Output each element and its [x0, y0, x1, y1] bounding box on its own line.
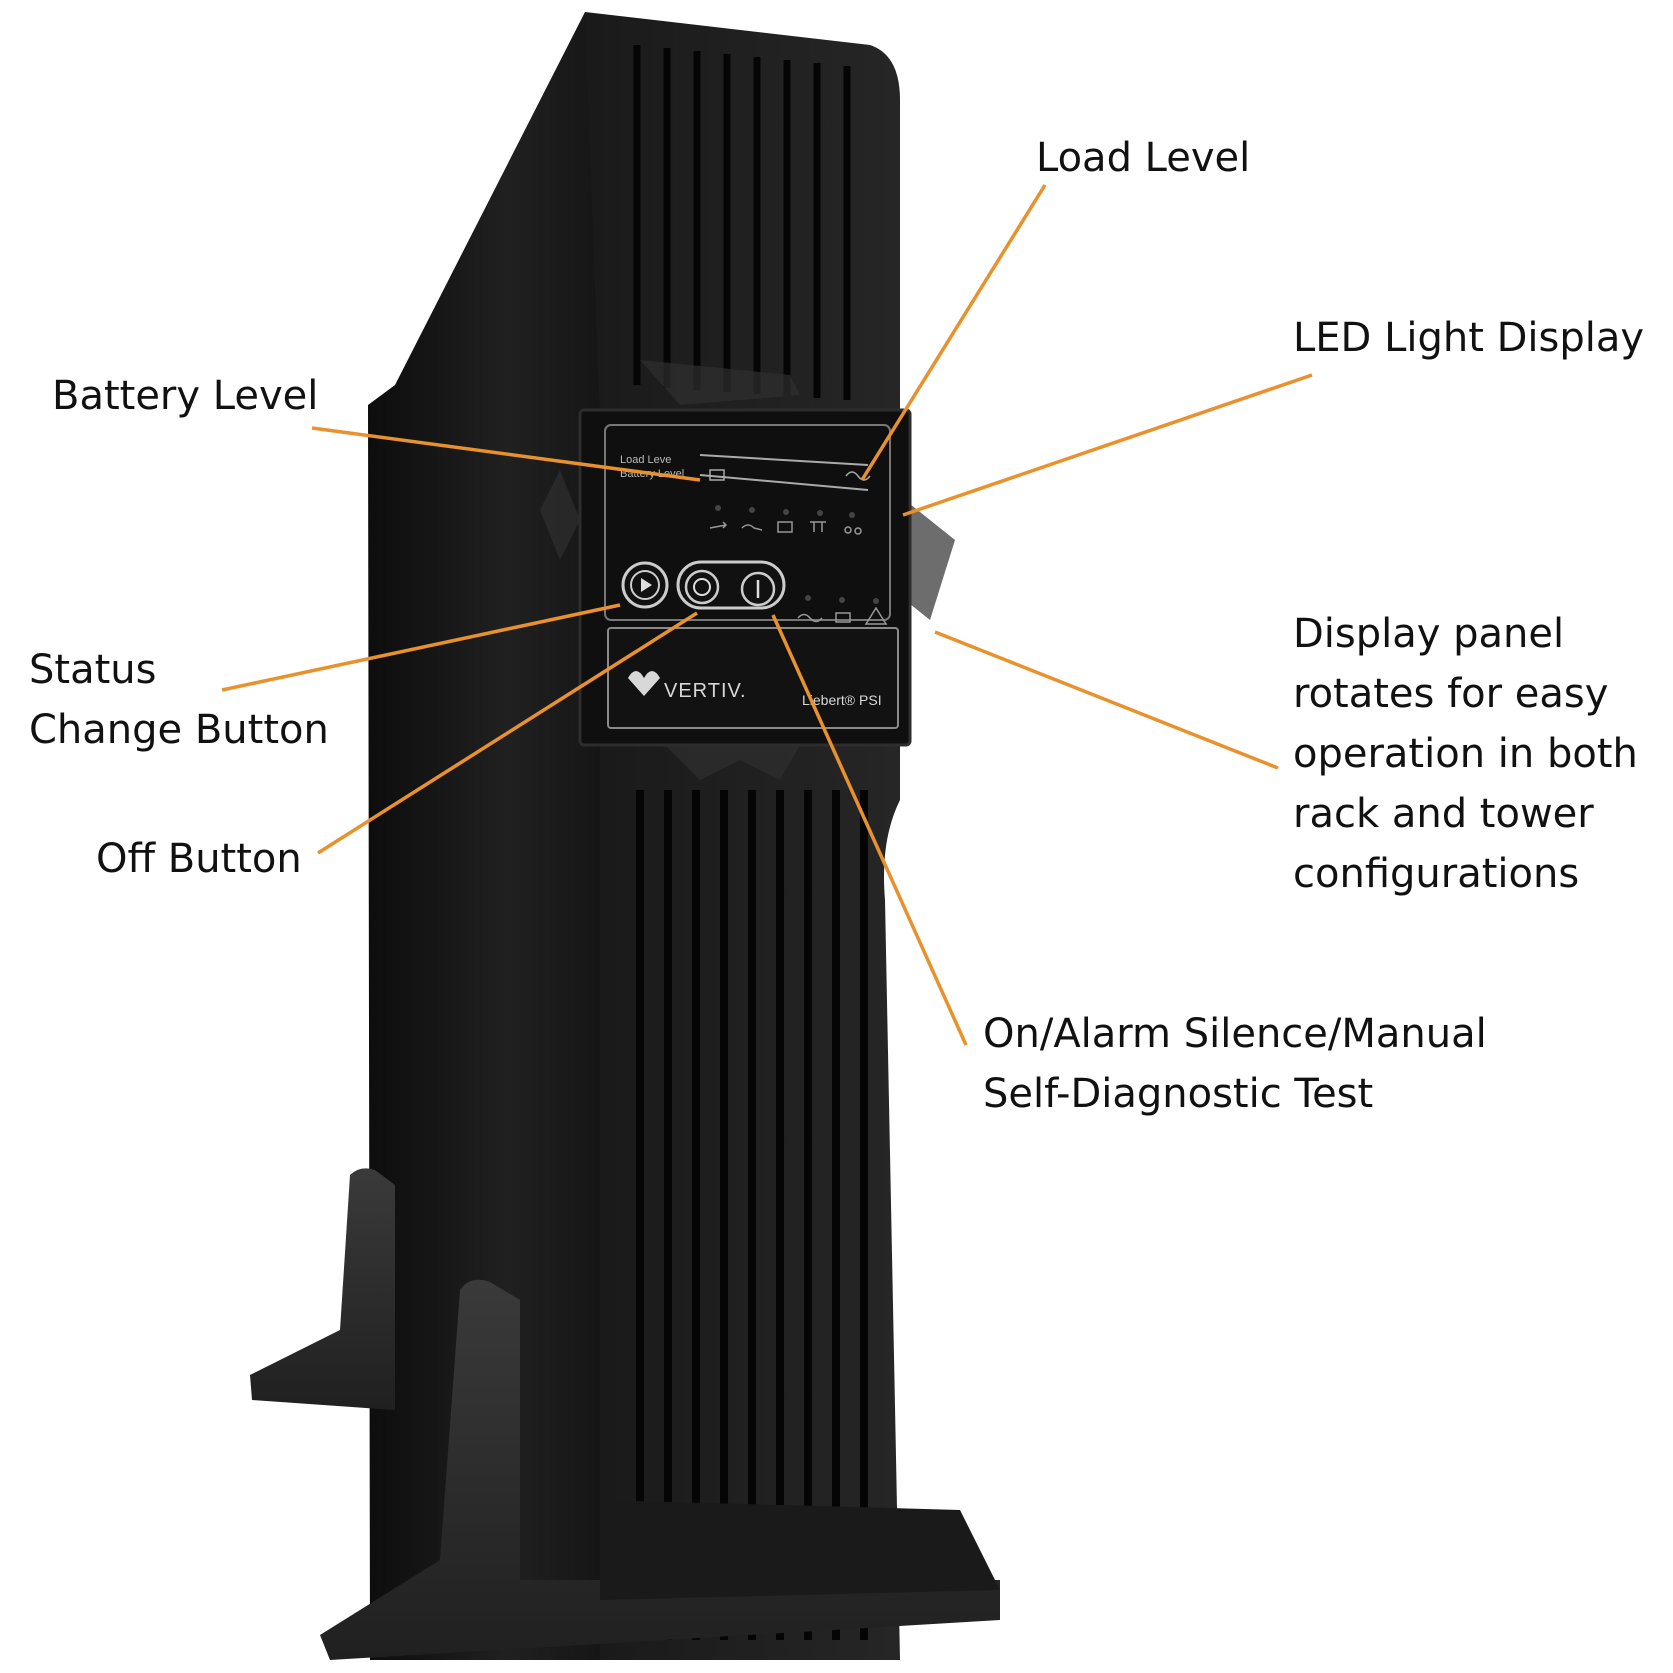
status-change-button[interactable]: [621, 561, 669, 609]
load-level-bar: [699, 454, 869, 466]
bottom-vents: [636, 790, 868, 1640]
callout-status-change-button: Status Change Button: [29, 647, 329, 753]
leader-status-button: [221, 603, 621, 692]
leader-led-display: [902, 373, 1313, 517]
on-alarm-silence-button[interactable]: [740, 571, 776, 607]
circle-off-icon: [693, 578, 711, 596]
callout-load-level: Load Level: [1036, 135, 1251, 181]
vertiv-logo-icon: [628, 671, 660, 696]
front-foot-base: [600, 1500, 1000, 1600]
rotation-motion-blur: [540, 360, 955, 780]
tower-stand-feet: [250, 1168, 1000, 1660]
display-panel: Load Leve Battery Level: [578, 408, 912, 747]
tower-front-upper: [585, 12, 900, 420]
callout-off-button: Off Button: [96, 836, 302, 882]
rear-foot: [250, 1168, 395, 1410]
battery-level-bar: [699, 474, 869, 491]
leader-load-level: [860, 184, 1047, 481]
panel-load-label: Load Leve: [620, 454, 671, 466]
brand-name: VERTIV.: [664, 680, 747, 702]
callout-on-alarm-silence: On/Alarm Silence/Manual Self-Diagnostic …: [983, 1011, 1487, 1117]
warning-icon: [864, 606, 888, 625]
leader-on-alarm: [771, 614, 968, 1046]
display-panel-face: [604, 424, 891, 621]
ac-icon: [797, 613, 823, 623]
battery-icon: [709, 469, 725, 481]
callout-led-light-display: LED Light Display: [1293, 315, 1645, 361]
sine-wave-icon: [845, 471, 871, 481]
leader-off-button: [317, 611, 698, 855]
status-leds: [797, 595, 888, 625]
leader-lines: [221, 184, 1313, 1046]
play-icon: [641, 578, 652, 592]
leader-battery-level: [311, 426, 701, 482]
led-status-icons: [709, 521, 862, 535]
led-indicator-row: [715, 505, 855, 518]
model-name: Liebert® PSI: [802, 692, 882, 708]
off-button[interactable]: [684, 569, 720, 605]
battery-led-icon: [835, 612, 851, 623]
ups-tower: [250, 12, 1000, 1660]
brand-plate: [607, 627, 899, 729]
callout-battery-level: Battery Level: [52, 373, 319, 419]
tower-side-face: [368, 12, 600, 1660]
leader-display-panel: [934, 630, 1279, 770]
callout-display-panel: Display panel rotates for easy operation…: [1293, 611, 1638, 897]
top-vents: [633, 45, 851, 400]
front-foot: [320, 1279, 1000, 1660]
